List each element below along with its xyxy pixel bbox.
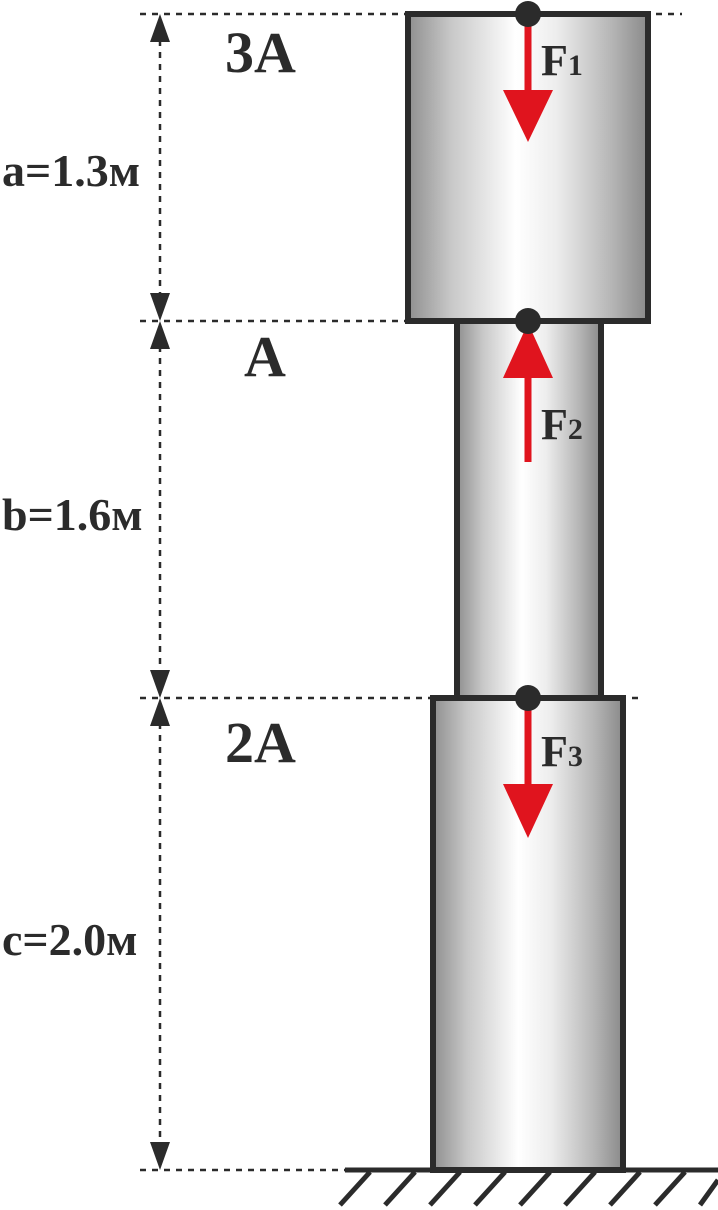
area-label-3a: 3A — [225, 20, 296, 85]
force-letter-f2: F — [541, 400, 568, 449]
reference-lines — [140, 12, 682, 1172]
dim-arrow-b-top — [150, 321, 170, 349]
point-f1 — [515, 1, 541, 27]
length-label-a: a=1.3м — [2, 145, 140, 196]
dim-arrow-b-bottom — [150, 670, 170, 698]
force-index-f1: 1 — [568, 49, 583, 82]
dim-arrow-a-bottom — [150, 293, 170, 321]
dim-arrow-c-bottom — [150, 1142, 170, 1170]
force-label-f1: F1 — [541, 36, 583, 85]
force-index-f3: 3 — [568, 740, 583, 773]
fixed-support — [338, 1167, 718, 1207]
force-arrow-f3 — [503, 698, 553, 838]
dim-arrow-a-top — [150, 14, 170, 42]
ground-hatching — [338, 1170, 718, 1207]
dimension-arrowheads — [150, 14, 170, 1170]
force-index-f2: 2 — [568, 413, 583, 446]
rod — [405, 11, 651, 1173]
length-label-b: b=1.6м — [2, 489, 143, 540]
point-f3 — [515, 685, 541, 711]
force-label-f2: F2 — [541, 400, 583, 449]
force-letter-f3: F — [541, 727, 568, 776]
area-label-a: A — [244, 324, 286, 389]
force-label-f3: F3 — [541, 727, 583, 776]
force-arrow-f2 — [503, 323, 553, 462]
area-label-2a: 2A — [225, 710, 296, 775]
point-f2 — [515, 308, 541, 334]
force-arrow-f1 — [503, 14, 553, 142]
force-application-points — [515, 1, 541, 711]
length-label-c: c=2.0м — [2, 914, 137, 965]
dim-arrow-c-top — [150, 698, 170, 726]
force-letter-f1: F — [541, 36, 568, 85]
force-arrows — [503, 14, 553, 838]
